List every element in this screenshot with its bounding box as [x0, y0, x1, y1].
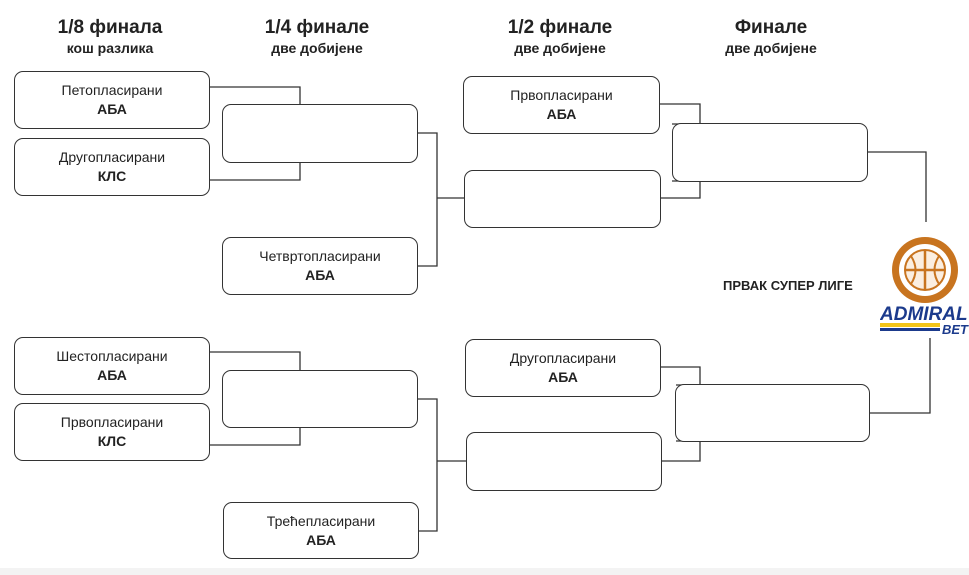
r16-slot-1: Петопласирани АБА — [14, 71, 210, 129]
slot-league: АБА — [305, 267, 335, 283]
final-slot-top — [672, 123, 868, 182]
qf-slot-1 — [222, 104, 418, 163]
champion-label: ПРВАК СУПЕР ЛИГЕ — [723, 278, 853, 293]
slot-place: Другопласирани — [509, 350, 617, 366]
slot-place: Четвртопласирани — [259, 248, 381, 264]
r16-slot-2: Другопласирани КЛС — [14, 138, 210, 196]
slot-league: АБА — [97, 367, 127, 383]
header-title: Финале — [734, 17, 808, 38]
header-subtitle: две добијене — [271, 40, 363, 56]
sf-slot-bottom — [466, 432, 662, 491]
slot-league: КЛС — [97, 433, 127, 449]
bottom-strip — [0, 568, 969, 575]
final-slot-bottom — [675, 384, 870, 442]
qf-bye-bottom: Трећепласирани АБА — [223, 502, 419, 559]
header-subtitle: кош разлика — [66, 40, 154, 56]
slot-league: АБА — [306, 531, 336, 548]
slot-league: АБА — [548, 369, 578, 385]
sf-slot-top — [464, 170, 661, 228]
slot-place: Петопласирани — [61, 82, 163, 98]
logo-brand: ADMIRAL — [880, 304, 968, 325]
header-round-of-16: 1/8 финала кош разлика — [20, 17, 200, 57]
header-title: 1/2 финале — [507, 17, 613, 38]
r16-slot-3: Шестопласирани АБА — [14, 337, 210, 395]
slot-place: Првопласирани — [60, 414, 164, 430]
logo-brand-sub: BET — [942, 322, 969, 337]
header-title: 1/8 финала — [57, 17, 163, 38]
qf-bye-top: Четвртопласирани АБА — [222, 237, 418, 295]
slot-league: АБА — [97, 101, 127, 117]
header-title: 1/4 финале — [264, 17, 370, 38]
slot-league: КЛС — [97, 168, 127, 184]
slot-place: Шестопласирани — [56, 348, 168, 364]
header-subtitle: две добијене — [725, 40, 817, 56]
slot-place: Првопласирани — [510, 87, 613, 103]
slot-place: Другопласирани — [58, 149, 166, 165]
sf-seed-top: Првопласирани АБА — [463, 76, 660, 134]
sf-seed-bottom: Другопласирани АБА — [465, 339, 661, 397]
basketball-federation-emblem-icon — [892, 237, 958, 303]
slot-league: АБА — [546, 106, 577, 122]
header-subtitle: две добијене — [514, 40, 606, 56]
slot-place: Трећепласирани — [266, 512, 376, 529]
r16-slot-4: Првопласирани КЛС — [14, 403, 210, 461]
admiral-bet-logo: ADMIRAL BET — [880, 237, 969, 337]
header-semifinal: 1/2 финале две добијене — [470, 17, 650, 57]
header-final: Финале две добијене — [681, 17, 861, 57]
qf-slot-2 — [222, 370, 418, 428]
header-quarterfinal: 1/4 финале две добијене — [227, 17, 407, 57]
